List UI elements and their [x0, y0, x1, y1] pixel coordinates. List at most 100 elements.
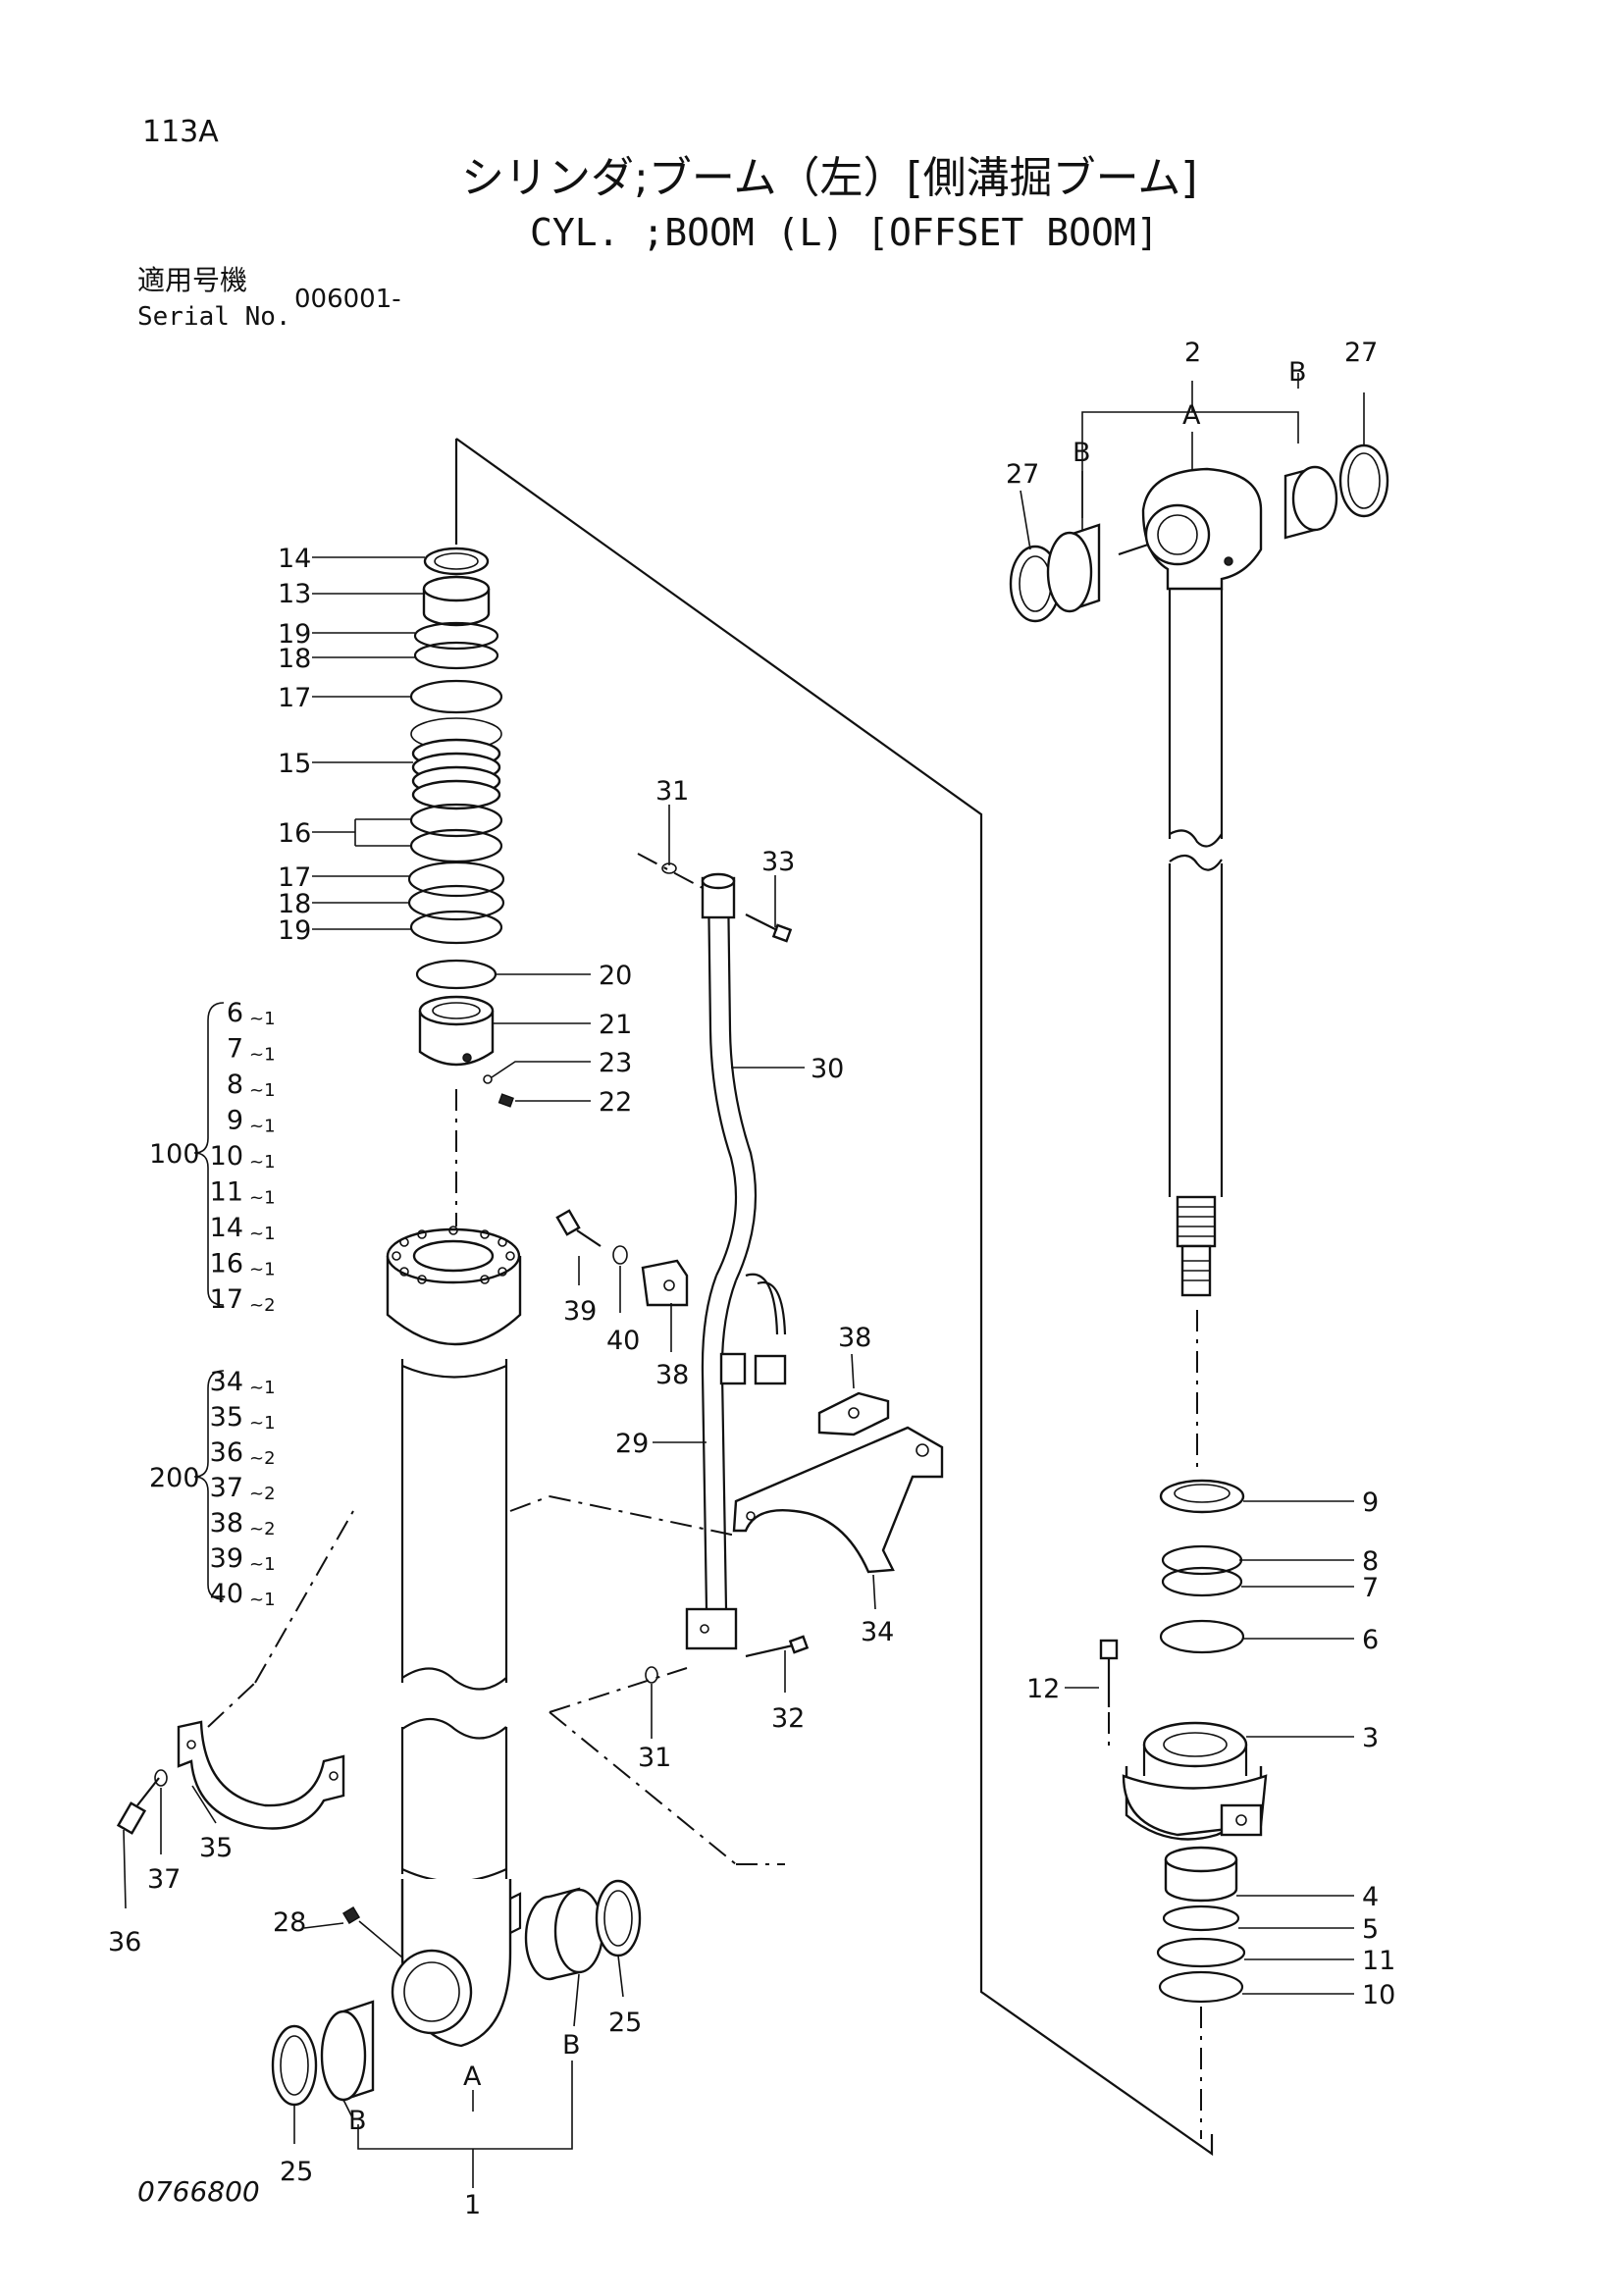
- callout-23: 23: [599, 1048, 632, 1078]
- callout-4: 4: [1362, 1882, 1379, 1912]
- drawing-number: 0766800: [137, 2175, 260, 2208]
- kit-item-part: 16: [210, 1249, 243, 1279]
- callout-37: 37: [147, 1864, 181, 1895]
- kit-item-part: 14: [210, 1213, 243, 1243]
- callout-B: B: [1288, 357, 1307, 388]
- callout-38: 38: [838, 1323, 871, 1353]
- callout-5: 5: [1362, 1914, 1379, 1945]
- piston-parts: [1099, 1479, 1268, 2139]
- callout-B: B: [562, 2030, 581, 2061]
- serial-value: 006001-: [294, 285, 401, 314]
- kit-item-qty: ~1: [249, 1413, 276, 1434]
- kit-item-part: 34: [210, 1367, 243, 1397]
- callout-A: A: [463, 2061, 482, 2092]
- kit-item-part: 10: [210, 1141, 243, 1172]
- serial-label-japanese: 適用号機: [137, 264, 248, 296]
- kit-item-part: 8: [227, 1070, 243, 1100]
- callout-28: 28: [273, 1907, 306, 1938]
- callout-27: 27: [1344, 338, 1378, 368]
- kit-100-label: 100: [149, 1139, 200, 1170]
- callout-30: 30: [811, 1054, 844, 1084]
- kit-200-label: 200: [149, 1463, 200, 1493]
- kit-100-list: 100 6~17~18~19~110~111~114~116~117~2: [149, 998, 276, 1316]
- serial-label-english: Serial No.: [137, 302, 291, 332]
- callout-34: 34: [861, 1617, 894, 1647]
- kit-item-qty: ~2: [249, 1484, 276, 1504]
- kit-item-part: 17: [210, 1284, 243, 1315]
- callout-1: 1: [464, 2190, 481, 2220]
- kit-item-part: 11: [210, 1177, 243, 1208]
- kit-item-qty: ~1: [249, 1152, 276, 1173]
- callout-22: 22: [599, 1087, 632, 1118]
- kit-item-qty: ~1: [249, 1188, 276, 1209]
- callout-A: A: [1182, 400, 1201, 431]
- callout-13: 13: [278, 579, 311, 609]
- title-japanese: シリンダ;ブーム（左）[側溝掘ブーム]: [461, 153, 1198, 203]
- callout-27: 27: [1006, 459, 1039, 490]
- callout-16: 16: [278, 818, 311, 849]
- callout-2: 2: [1184, 338, 1201, 368]
- callout-18: 18: [278, 644, 311, 674]
- pipe-assembly: [509, 853, 944, 1865]
- callout-39: 39: [563, 1296, 597, 1327]
- kit-item-qty: ~2: [249, 1448, 276, 1469]
- callout-7: 7: [1362, 1573, 1379, 1603]
- callout-6: 6: [1362, 1625, 1379, 1655]
- callout-B: B: [348, 2106, 367, 2136]
- kit-item-part: 7: [227, 1034, 243, 1065]
- callout-25: 25: [280, 2157, 313, 2187]
- callout-33: 33: [761, 847, 795, 877]
- callout-18: 18: [278, 889, 311, 919]
- piston-rod: [1141, 467, 1263, 1472]
- kit-item-qty: ~1: [249, 1378, 276, 1398]
- kit-item-qty: ~1: [249, 1224, 276, 1244]
- kit-item-qty: ~1: [249, 1117, 276, 1137]
- upper-eye-parts: [1009, 444, 1389, 623]
- cylinder-tube: [386, 1226, 522, 2048]
- kit-item-qty: ~2: [249, 1519, 276, 1539]
- callout-12: 12: [1026, 1674, 1060, 1704]
- lower-eye-parts: [271, 1879, 642, 2107]
- clamp-35: [116, 1510, 354, 1835]
- kit-item-part: 9: [227, 1106, 243, 1136]
- callout-25: 25: [608, 2008, 642, 2038]
- callout-17: 17: [278, 683, 311, 713]
- kit-item-qty: ~2: [249, 1295, 276, 1316]
- callout-36: 36: [108, 1927, 141, 1957]
- callout-21: 21: [599, 1010, 632, 1040]
- callout-20: 20: [599, 961, 632, 991]
- callout-11: 11: [1362, 1946, 1395, 1976]
- callout-14: 14: [278, 544, 311, 574]
- kit-item-qty: ~1: [249, 1554, 276, 1575]
- title-english: CYL. ;BOOM (L) [OFFSET BOOM]: [530, 211, 1159, 254]
- callout-15: 15: [278, 749, 311, 779]
- callout-31: 31: [638, 1743, 671, 1773]
- callout-32: 32: [771, 1703, 805, 1734]
- kit-item-part: 38: [210, 1508, 243, 1539]
- callout-17: 17: [278, 862, 311, 893]
- kit-item-part: 6: [227, 998, 243, 1028]
- kit-item-qty: ~1: [249, 1009, 276, 1029]
- kit-item-qty: ~1: [249, 1590, 276, 1610]
- kit-item-qty: ~1: [249, 1260, 276, 1280]
- callout-40: 40: [606, 1326, 640, 1356]
- kit-item-part: 35: [210, 1402, 243, 1433]
- callout-9: 9: [1362, 1487, 1379, 1518]
- callout-19: 19: [278, 915, 311, 946]
- callout-3: 3: [1362, 1723, 1379, 1753]
- kit-item-part: 37: [210, 1473, 243, 1503]
- flange-bolts: [392, 1226, 515, 1284]
- callout-labels: 14 13 19 18 17 15 16 17 18 19 20 21 23 2…: [108, 338, 1395, 2220]
- kit-item-part: 36: [210, 1437, 243, 1468]
- callout-B: B: [1073, 438, 1091, 468]
- kit-item-part: 39: [210, 1543, 243, 1574]
- kit-200-list: 200 34~135~136~237~238~239~140~1: [149, 1367, 276, 1610]
- callout-31: 31: [655, 776, 689, 807]
- callout-10: 10: [1362, 1980, 1395, 2010]
- piston-ring-pack: [411, 738, 501, 810]
- callout-35: 35: [199, 1833, 233, 1863]
- callout-29: 29: [615, 1429, 649, 1459]
- callout-19: 19: [278, 619, 311, 650]
- leader-lines: [123, 373, 1365, 2188]
